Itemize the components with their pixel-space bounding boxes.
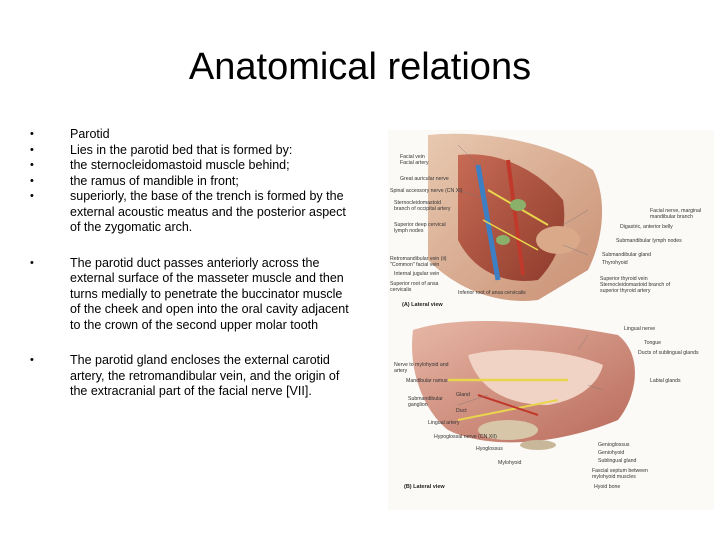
figure-label: Great auricular nerve (400, 176, 449, 182)
bullet-group-parotid-duct: •The parotid duct passes anteriorly acro… (30, 256, 350, 334)
figure-label: Facial vein (400, 154, 425, 160)
figure-label: Submandibular lymph nodes (616, 238, 682, 244)
figure-label: Retromandibular vein (ii) "Common" facia… (390, 256, 447, 268)
figure-label: Hyoglossus (476, 446, 503, 452)
bullet-group-parotid-bed: •Parotid •Lies in the parotid bed that i… (30, 127, 350, 236)
figure-label: Fascial septum between mylohyoid muscles (592, 468, 648, 480)
figure-label: Superior root of ansa cervicalis (390, 281, 439, 293)
figure-label: Sternocleidomastoid branch of occipital … (394, 200, 451, 212)
figure-label: Submandibular ganglion (408, 396, 443, 408)
bullet-list: •Parotid •Lies in the parotid bed that i… (30, 127, 350, 420)
neck-dissection-illustration (412, 133, 635, 450)
figure-label: Thyrohyoid (602, 260, 628, 266)
bullet-icon: • (30, 159, 34, 171)
figure-label: Facial nerve, marginal mandibular branch (650, 208, 702, 220)
figure-label: Nerve to mylohyoid and artery (394, 362, 449, 374)
bullet-item: •superiorly, the base of the trench is f… (30, 189, 346, 234)
figure-label: Lingual nerve (624, 326, 656, 332)
bullet-group-gland-contents: •The parotid gland encloses the external… (30, 353, 350, 400)
figure-label: Duct (456, 408, 467, 414)
bullet-item: •the ramus of mandible in front; (30, 173, 239, 188)
figure-label: Labial glands (650, 378, 681, 384)
bullet-item: •the sternocleidomastoid muscle behind; (30, 158, 290, 172)
figure-label: Facial artery (400, 160, 429, 166)
figure-label: Inferior root of ansa cervicalis (458, 290, 526, 296)
figure-label: Sternocleidomastoid branch of superior t… (600, 282, 671, 294)
figure-label: Mylohyoid (498, 460, 522, 466)
anatomy-illustration: Facial vein Facial artery Great auricula… (388, 130, 714, 510)
figure-label: Internal jugular vein (394, 271, 440, 277)
figure-label: Hypoglossal nerve (CN XII) (434, 434, 497, 440)
figure-label: Sublingual gland (598, 458, 637, 464)
bullet-icon: • (30, 256, 34, 269)
figure-label: Digastric, anterior belly (620, 224, 673, 230)
figure-label: Lingual artery (428, 420, 460, 426)
figure-label: Superior thyroid vein (600, 276, 648, 282)
figure-label: Genioglossus (598, 442, 630, 448)
bullet-icon: • (30, 354, 34, 366)
figure-label: Mandibular ramus (406, 378, 448, 384)
view-label-a: (A) Lateral view (402, 302, 443, 308)
slide-title: Anatomical relations (188, 46, 532, 88)
bullet-item: •The parotid gland encloses the external… (30, 353, 340, 398)
view-label-b: (B) Lateral view (404, 484, 445, 490)
bullet-item: •Lies in the parotid bed that is formed … (30, 142, 293, 157)
figure-label: Spinal accessory nerve (CN XI) (390, 188, 463, 194)
figure-label: Geniohyoid (598, 450, 625, 456)
figure-label: Tongue (644, 340, 662, 346)
figure-label: Submandibular gland (602, 252, 652, 258)
figure-label: Gland (456, 392, 470, 398)
bullet-icon: • (30, 174, 34, 187)
bullet-item: •The parotid duct passes anteriorly acro… (30, 255, 349, 332)
bullet-item: •Parotid (30, 127, 110, 141)
bullet-icon: • (30, 128, 34, 140)
bullet-icon: • (30, 143, 34, 156)
figure-label: Ducts of sublingual glands (638, 350, 699, 356)
figure-label: Hyoid bone (594, 484, 621, 490)
figure-label: Superior deep cervical lymph nodes (394, 222, 446, 234)
bullet-icon: • (30, 190, 34, 202)
